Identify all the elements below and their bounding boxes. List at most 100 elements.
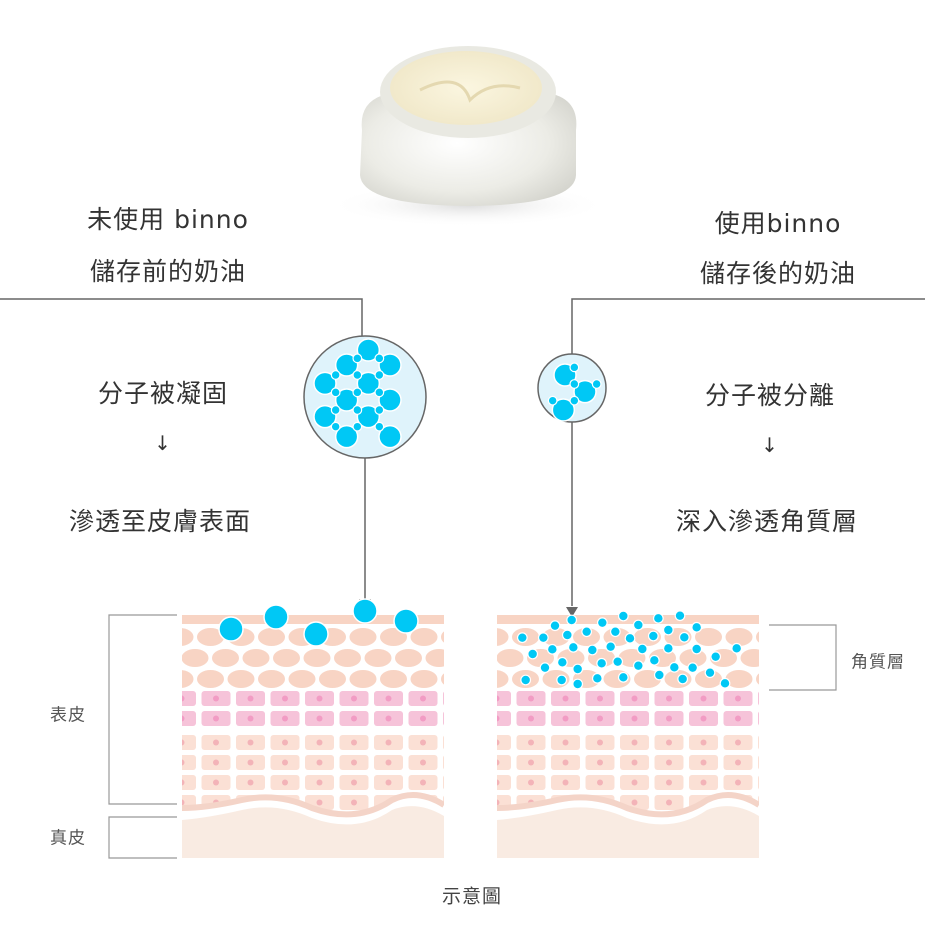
- molecule-small: [569, 379, 580, 389]
- molecule-penetrating: [605, 641, 617, 653]
- molecule-penetrating: [596, 617, 608, 629]
- corneum-cell: [273, 649, 300, 667]
- corneum-cell: [725, 628, 753, 646]
- cell-nucleus: [666, 715, 672, 722]
- molecule-penetrating: [617, 671, 629, 683]
- molecule-small: [352, 370, 363, 380]
- molecule-penetrating: [556, 674, 568, 686]
- arrow-head-right: [566, 607, 578, 617]
- molecule-penetrating: [527, 648, 539, 660]
- corneum-cell: [212, 649, 239, 667]
- cell-nucleus: [182, 715, 185, 722]
- molecule-penetrating: [647, 630, 659, 642]
- right-title-line2: 儲存後的奶油: [699, 259, 857, 288]
- molecule-large: [378, 424, 402, 449]
- cell-nucleus: [631, 695, 638, 702]
- cell-nucleus: [316, 779, 323, 786]
- skin-cell: [443, 691, 444, 706]
- molecule-solidified-icon: [303, 335, 427, 459]
- corneum-cell: [182, 628, 194, 646]
- skin-cell: [758, 735, 759, 750]
- cell-nucleus: [182, 695, 185, 702]
- molecule-large: [551, 398, 576, 422]
- molecule-small: [330, 421, 341, 432]
- molecule-penetrating: [539, 662, 551, 674]
- skin-cell: [182, 735, 196, 750]
- cell-nucleus: [770, 800, 776, 806]
- molecule-penetrating: [662, 624, 674, 636]
- cell-nucleus: [247, 739, 254, 746]
- skin-layers: [182, 615, 461, 862]
- cell-nucleus: [562, 739, 569, 746]
- molecule-penetrating: [710, 651, 722, 663]
- cell-nucleus: [455, 716, 461, 722]
- cell-nucleus: [351, 799, 357, 806]
- corneum-cell: [242, 649, 270, 667]
- molecule-large: [334, 353, 359, 377]
- molecule-penetrating: [581, 626, 593, 638]
- corneum-cell: [441, 631, 444, 643]
- cell-nucleus: [455, 800, 461, 806]
- corneum-cell: [695, 670, 722, 688]
- corneum-cell: [756, 631, 759, 643]
- corneum-cell: [288, 670, 316, 688]
- molecule-large: [313, 371, 337, 396]
- corneum-cell: [740, 649, 759, 667]
- skin-cell: [182, 775, 196, 790]
- corneum-cell: [695, 628, 722, 646]
- molecule-surface: [303, 621, 329, 647]
- molecule-penetrating: [719, 677, 731, 689]
- skin-cell: [497, 775, 511, 790]
- molecule-penetrating: [516, 632, 528, 644]
- corneum-cell: [395, 649, 422, 667]
- cell-nucleus: [666, 739, 672, 746]
- corneum-cell: [756, 673, 759, 685]
- cell-nucleus: [770, 696, 776, 702]
- skin-cell: [182, 691, 196, 706]
- cell-nucleus: [528, 739, 534, 746]
- molecule-penetrating: [632, 660, 644, 672]
- molecule-large: [573, 379, 597, 404]
- corneum-cell: [258, 670, 285, 688]
- left-state: 分子被凝固: [97, 379, 229, 408]
- cell-nucleus: [597, 779, 603, 786]
- molecule-small: [569, 395, 580, 406]
- cell-nucleus: [597, 759, 603, 766]
- corneum-cell: [197, 670, 224, 688]
- cell-nucleus: [282, 715, 288, 722]
- corneum-cell: [380, 670, 407, 688]
- molecule-penetrating: [691, 621, 703, 633]
- cell-nucleus: [351, 695, 357, 702]
- molecule-penetrating: [632, 619, 644, 631]
- corneum-cell: [182, 649, 209, 667]
- cell-nucleus: [770, 716, 776, 722]
- cell-nucleus: [528, 695, 534, 702]
- skin-cell: [182, 755, 196, 770]
- cell-nucleus: [770, 760, 776, 766]
- cell-nucleus: [455, 780, 461, 786]
- molecule-penetrating: [617, 610, 629, 622]
- cell-nucleus: [770, 780, 776, 786]
- skin-cell: [758, 711, 759, 726]
- molecule-large: [378, 388, 402, 412]
- cell-nucleus: [420, 695, 426, 702]
- molecule-penetrating: [636, 643, 648, 655]
- cell-nucleus: [213, 695, 219, 702]
- skin-panel-after: [497, 610, 776, 862]
- molecule-penetrating: [546, 643, 558, 655]
- molecule-small: [374, 353, 385, 364]
- cell-nucleus: [666, 695, 672, 702]
- cell-nucleus: [182, 779, 185, 786]
- dermis-bracket: [108, 816, 177, 859]
- molecule-small: [374, 405, 385, 415]
- molecule-penetrating: [586, 644, 598, 656]
- corneum-cell: [319, 670, 346, 688]
- right-down-arrow: ↓: [761, 433, 779, 457]
- stratum-top-strip: [182, 615, 444, 624]
- molecule-penetrating: [572, 663, 584, 675]
- corneum-cell: [364, 649, 392, 667]
- cell-nucleus: [316, 799, 323, 806]
- cell-nucleus: [420, 779, 426, 786]
- cell-nucleus: [497, 799, 500, 806]
